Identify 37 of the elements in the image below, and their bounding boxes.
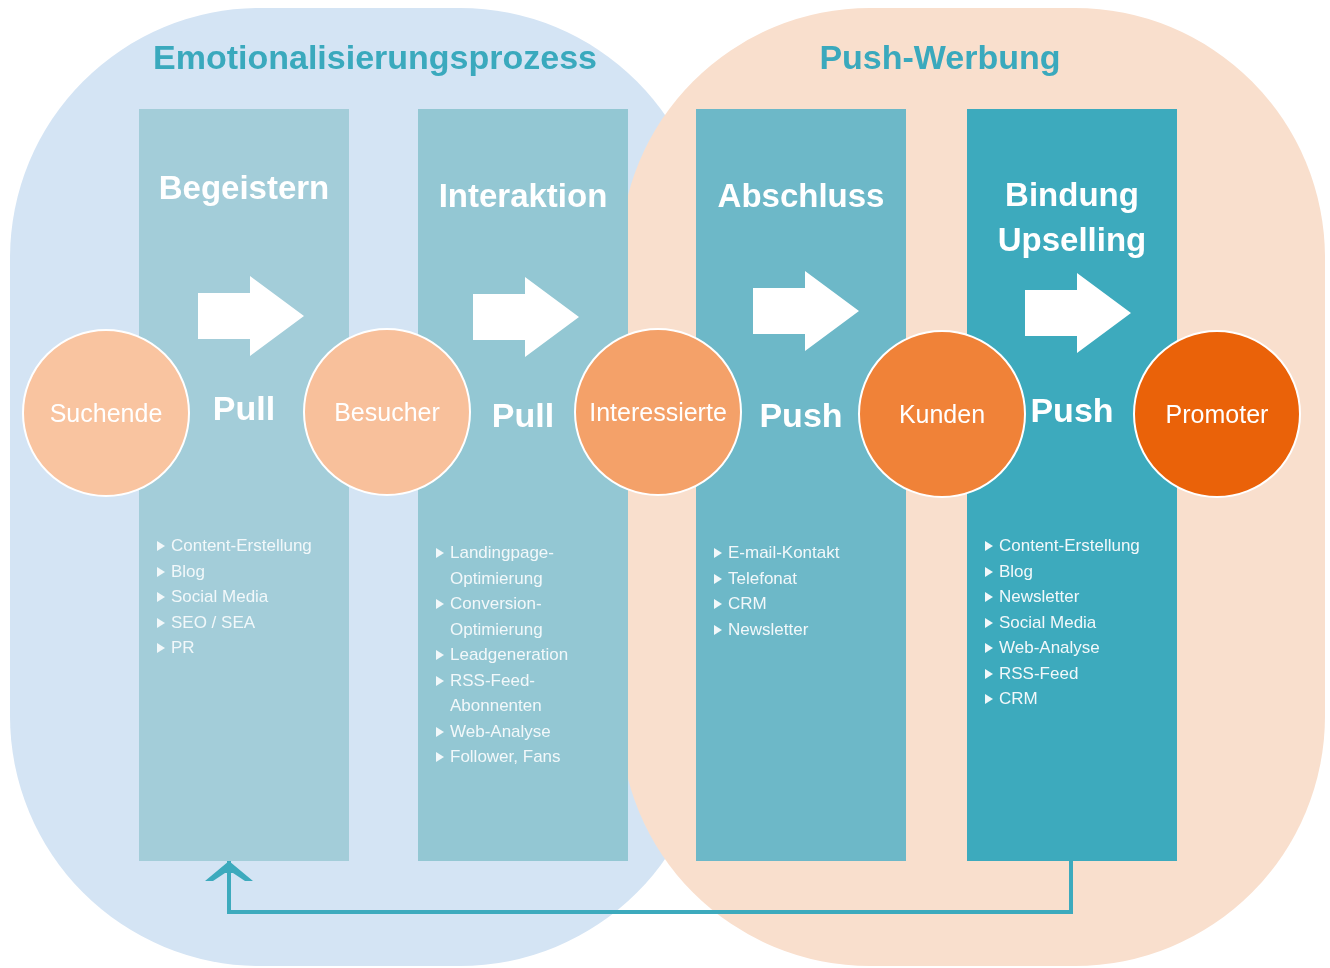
- list-item: Web-Analyse: [999, 637, 1100, 659]
- list-item: SEO / SEA: [171, 611, 256, 634]
- circle-label: Kunden: [898, 399, 986, 429]
- list-item: Landingpage- Optimierung: [450, 542, 555, 590]
- circle-label: Interessierte: [589, 397, 727, 427]
- list-item: Web-Analyse: [450, 720, 551, 743]
- list-item: Content-Erstellung: [171, 535, 312, 557]
- block-arrow: [198, 276, 304, 356]
- list-item: Content-Erstellung: [999, 535, 1140, 557]
- stage-title: Bindung Upselling: [996, 175, 1148, 260]
- list-item: Follower, Fans: [450, 746, 561, 768]
- list-item: CRM: [999, 688, 1038, 710]
- list-item: E-mail-Kontakt: [728, 542, 840, 564]
- list-item: RSS-Feed- Abonnenten: [450, 669, 543, 717]
- list-item: Blog: [171, 560, 206, 583]
- stage-title: Begeistern: [157, 168, 331, 208]
- list-item: Newsletter: [999, 586, 1080, 608]
- list-item: Leadgeneration: [450, 644, 569, 666]
- circle-label: Besucher: [334, 397, 440, 427]
- circle-label: Suchende: [49, 398, 163, 428]
- region-title: Emotionalisierungsprozess: [152, 38, 598, 77]
- stage-title: Abschluss: [716, 176, 886, 216]
- block-arrow: [473, 277, 579, 357]
- list-item: Social Media: [171, 586, 269, 608]
- list-item: RSS-Feed: [999, 662, 1079, 685]
- region-title: Push-Werbung: [818, 38, 1062, 77]
- list-item: Telefonat: [728, 567, 797, 590]
- list-item: Conversion- Optimierung: [450, 593, 544, 641]
- block-arrow: [1025, 273, 1131, 353]
- list-item: CRM: [728, 593, 767, 615]
- list-item: PR: [171, 637, 195, 659]
- block-arrow: [753, 271, 859, 351]
- stage-title: Interaktion: [437, 176, 609, 216]
- list-item: Blog: [999, 560, 1034, 583]
- list-item: Social Media: [999, 611, 1097, 634]
- list-item: Newsletter: [728, 618, 809, 641]
- circle-label: Promoter: [1165, 399, 1269, 429]
